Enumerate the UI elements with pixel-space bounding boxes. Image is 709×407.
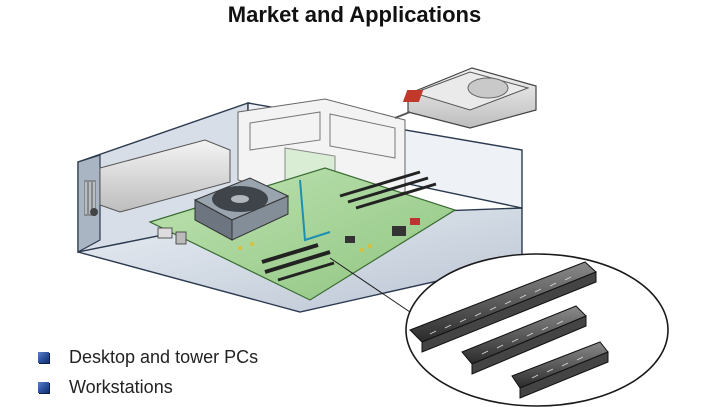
connector-zoom [329, 253, 669, 407]
square-bullet-icon [38, 381, 49, 393]
slide-title: Market and Applications [227, 2, 482, 27]
bullet-list: Desktop and tower PCs Workstations [38, 342, 258, 402]
bullet-label: Desktop and tower PCs [69, 346, 259, 367]
board-components [157, 218, 420, 252]
bullet-label: Workstations [69, 376, 173, 397]
cpu-cooler [193, 177, 290, 241]
square-bullet-icon [38, 351, 49, 363]
pcie-slots [261, 243, 335, 282]
bullet-item: Workstations [38, 372, 258, 402]
dimm-slots [339, 170, 437, 210]
motherboard [148, 167, 457, 301]
hard-drive [394, 67, 537, 129]
bullet-item: Desktop and tower PCs [38, 342, 258, 372]
vent-grille [84, 180, 98, 216]
